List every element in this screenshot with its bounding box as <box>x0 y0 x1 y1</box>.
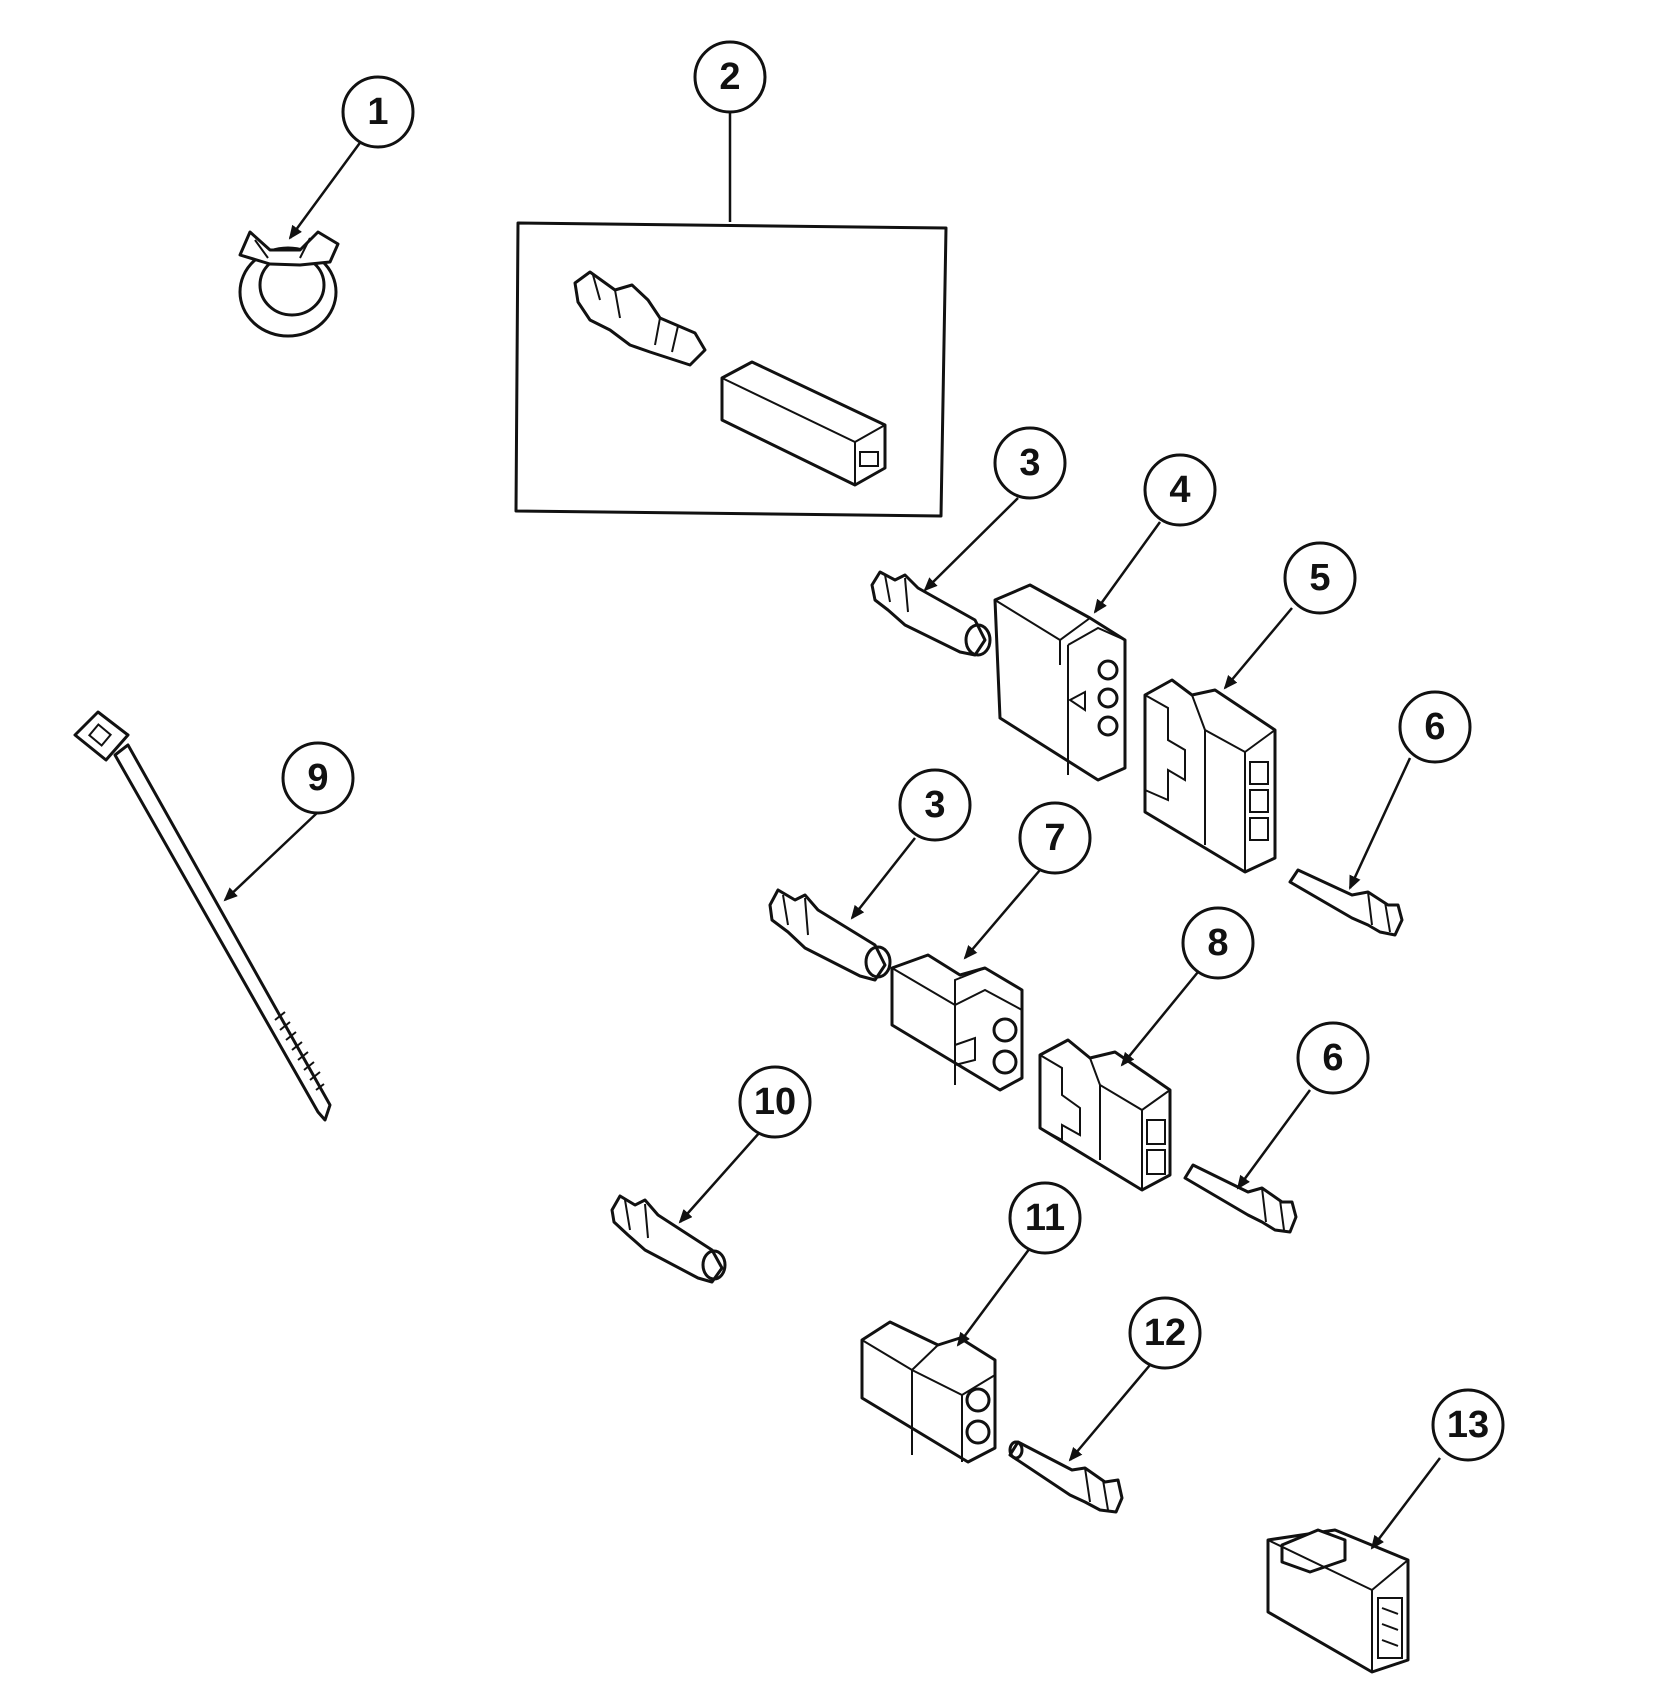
leader-7 <box>963 869 1041 960</box>
leader-4 <box>1093 521 1162 614</box>
callout-label: 1 <box>367 91 388 133</box>
leader-13 <box>1370 1457 1441 1550</box>
plug-housing-icon[interactable] <box>890 953 1024 1092</box>
pin-terminal-icon[interactable] <box>1288 868 1404 937</box>
callout-2[interactable]: 2 <box>693 40 767 114</box>
callout-label: 9 <box>307 757 328 799</box>
receptacle-housing-icon[interactable] <box>1038 1038 1172 1192</box>
callout-9[interactable]: 9 <box>281 741 355 815</box>
callout-1[interactable]: 1 <box>341 75 415 149</box>
callout-label: 2 <box>719 56 740 98</box>
leader-6b <box>1236 1089 1312 1190</box>
plug-housing-icon[interactable] <box>993 583 1127 782</box>
leader-lines <box>223 112 1441 1550</box>
callout-10[interactable]: 10 <box>738 1065 812 1139</box>
socket-terminal-icon[interactable] <box>610 1194 727 1284</box>
callout-11[interactable]: 11 <box>1008 1181 1082 1255</box>
callout-label: 6 <box>1424 706 1445 748</box>
callout-5[interactable]: 5 <box>1283 541 1357 615</box>
callout-label: 4 <box>1169 469 1190 511</box>
callout-label: 6 <box>1322 1037 1343 1079</box>
leader-8 <box>1120 971 1199 1067</box>
callout-label: 10 <box>754 1081 796 1123</box>
callout-8[interactable]: 8 <box>1181 906 1255 980</box>
leader-12 <box>1068 1364 1151 1462</box>
callouts: 1 2 3 4 5 6 3 7 <box>281 40 1505 1462</box>
callout-6[interactable]: 6 <box>1398 690 1472 764</box>
leader-10 <box>678 1131 761 1224</box>
pin-terminal-icon[interactable] <box>1183 1163 1298 1234</box>
callout-3-lower[interactable]: 3 <box>898 768 972 842</box>
callout-7[interactable]: 7 <box>1018 801 1092 875</box>
clamp-icon[interactable] <box>238 230 340 338</box>
pin-terminal-icon[interactable] <box>1008 1440 1124 1514</box>
leader-5 <box>1223 607 1293 690</box>
callout-label: 3 <box>1019 442 1040 484</box>
leader-11 <box>956 1247 1032 1347</box>
pin-terminal-icon[interactable] <box>768 888 892 982</box>
callout-6-lower[interactable]: 6 <box>1296 1021 1370 1095</box>
leader-3b <box>850 837 916 920</box>
terminal-kit-icon[interactable] <box>514 221 948 518</box>
leader-6a <box>1348 757 1412 890</box>
callout-label: 13 <box>1447 1404 1489 1446</box>
callout-label: 8 <box>1207 922 1228 964</box>
callout-label: 7 <box>1044 817 1065 859</box>
leader-9 <box>223 811 319 902</box>
pin-terminal-icon[interactable] <box>870 570 992 657</box>
callout-13[interactable]: 13 <box>1431 1388 1505 1462</box>
leader-3a <box>923 497 1019 592</box>
callout-label: 12 <box>1144 1312 1186 1354</box>
callout-12[interactable]: 12 <box>1128 1296 1202 1370</box>
callout-label: 11 <box>1025 1197 1065 1239</box>
callout-4[interactable]: 4 <box>1143 453 1217 527</box>
callout-label: 3 <box>924 784 945 826</box>
leader-1 <box>288 139 364 240</box>
receptacle-housing-icon[interactable] <box>1143 678 1277 874</box>
connector-housing-icon[interactable] <box>860 1320 997 1464</box>
cable-tie-icon[interactable] <box>73 710 332 1122</box>
callout-3[interactable]: 3 <box>993 426 1067 500</box>
callout-label: 5 <box>1309 557 1330 599</box>
edge-connector-icon[interactable] <box>1266 1528 1410 1674</box>
